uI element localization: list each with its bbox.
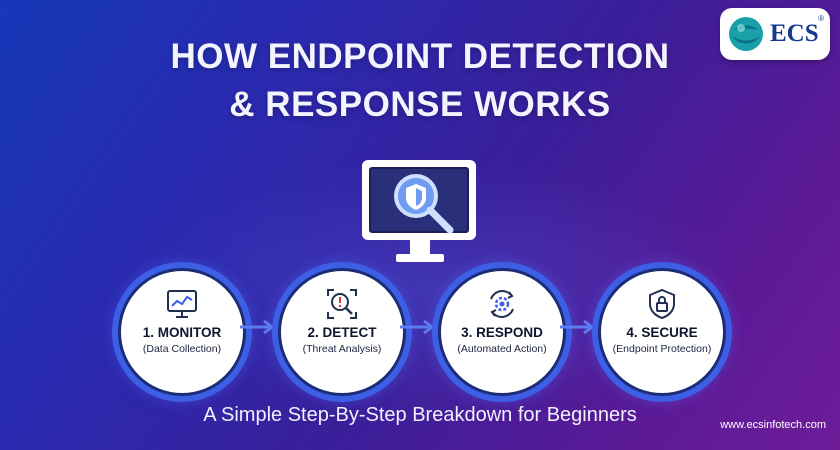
registered-mark: ®: [818, 14, 824, 23]
step-label: 2. DETECT: [307, 325, 377, 340]
gear-cycle-icon: [490, 290, 514, 318]
step-label: 4. SECURE: [626, 325, 698, 340]
ecs-logo[interactable]: ECS ®: [720, 8, 830, 60]
arrow-right-icon: [240, 319, 275, 335]
logo-text: ECS: [770, 20, 819, 47]
tagline: A Simple Step-By-Step Breakdown for Begi…: [203, 404, 637, 426]
step-detect: 2. DETECT (Threat Analysis): [278, 268, 406, 396]
step-sublabel: (Threat Analysis): [302, 343, 382, 355]
step-label: 3. RESPOND: [461, 325, 543, 340]
step-secure: 4. SECURE (Endpoint Protection): [598, 268, 726, 396]
step-monitor: 1. MONITOR (Data Collection): [118, 268, 246, 396]
page-title-line-1: HOW ENDPOINT DETECTION: [170, 37, 670, 76]
website-link[interactable]: www.ecsinfotech.com: [720, 419, 826, 431]
arrow-right-icon: [400, 319, 435, 335]
arrow-right-icon: [560, 319, 595, 335]
shield-lock-icon: [649, 288, 675, 320]
chart-monitor-icon: [167, 290, 197, 318]
globe-icon: [729, 17, 763, 51]
step-label: 1. MONITOR: [142, 325, 222, 340]
step-sublabel: (Automated Action): [457, 343, 547, 355]
step-sublabel: (Data Collection): [142, 343, 222, 355]
step-sublabel: (Endpoint Protection): [612, 343, 712, 355]
page-title-line-2: & RESPONSE WORKS: [229, 85, 611, 124]
search-alert-icon: [327, 289, 357, 319]
monitor-shield-magnifier-icon: [362, 160, 476, 262]
step-respond: 3. RESPOND (Automated Action): [438, 268, 566, 396]
